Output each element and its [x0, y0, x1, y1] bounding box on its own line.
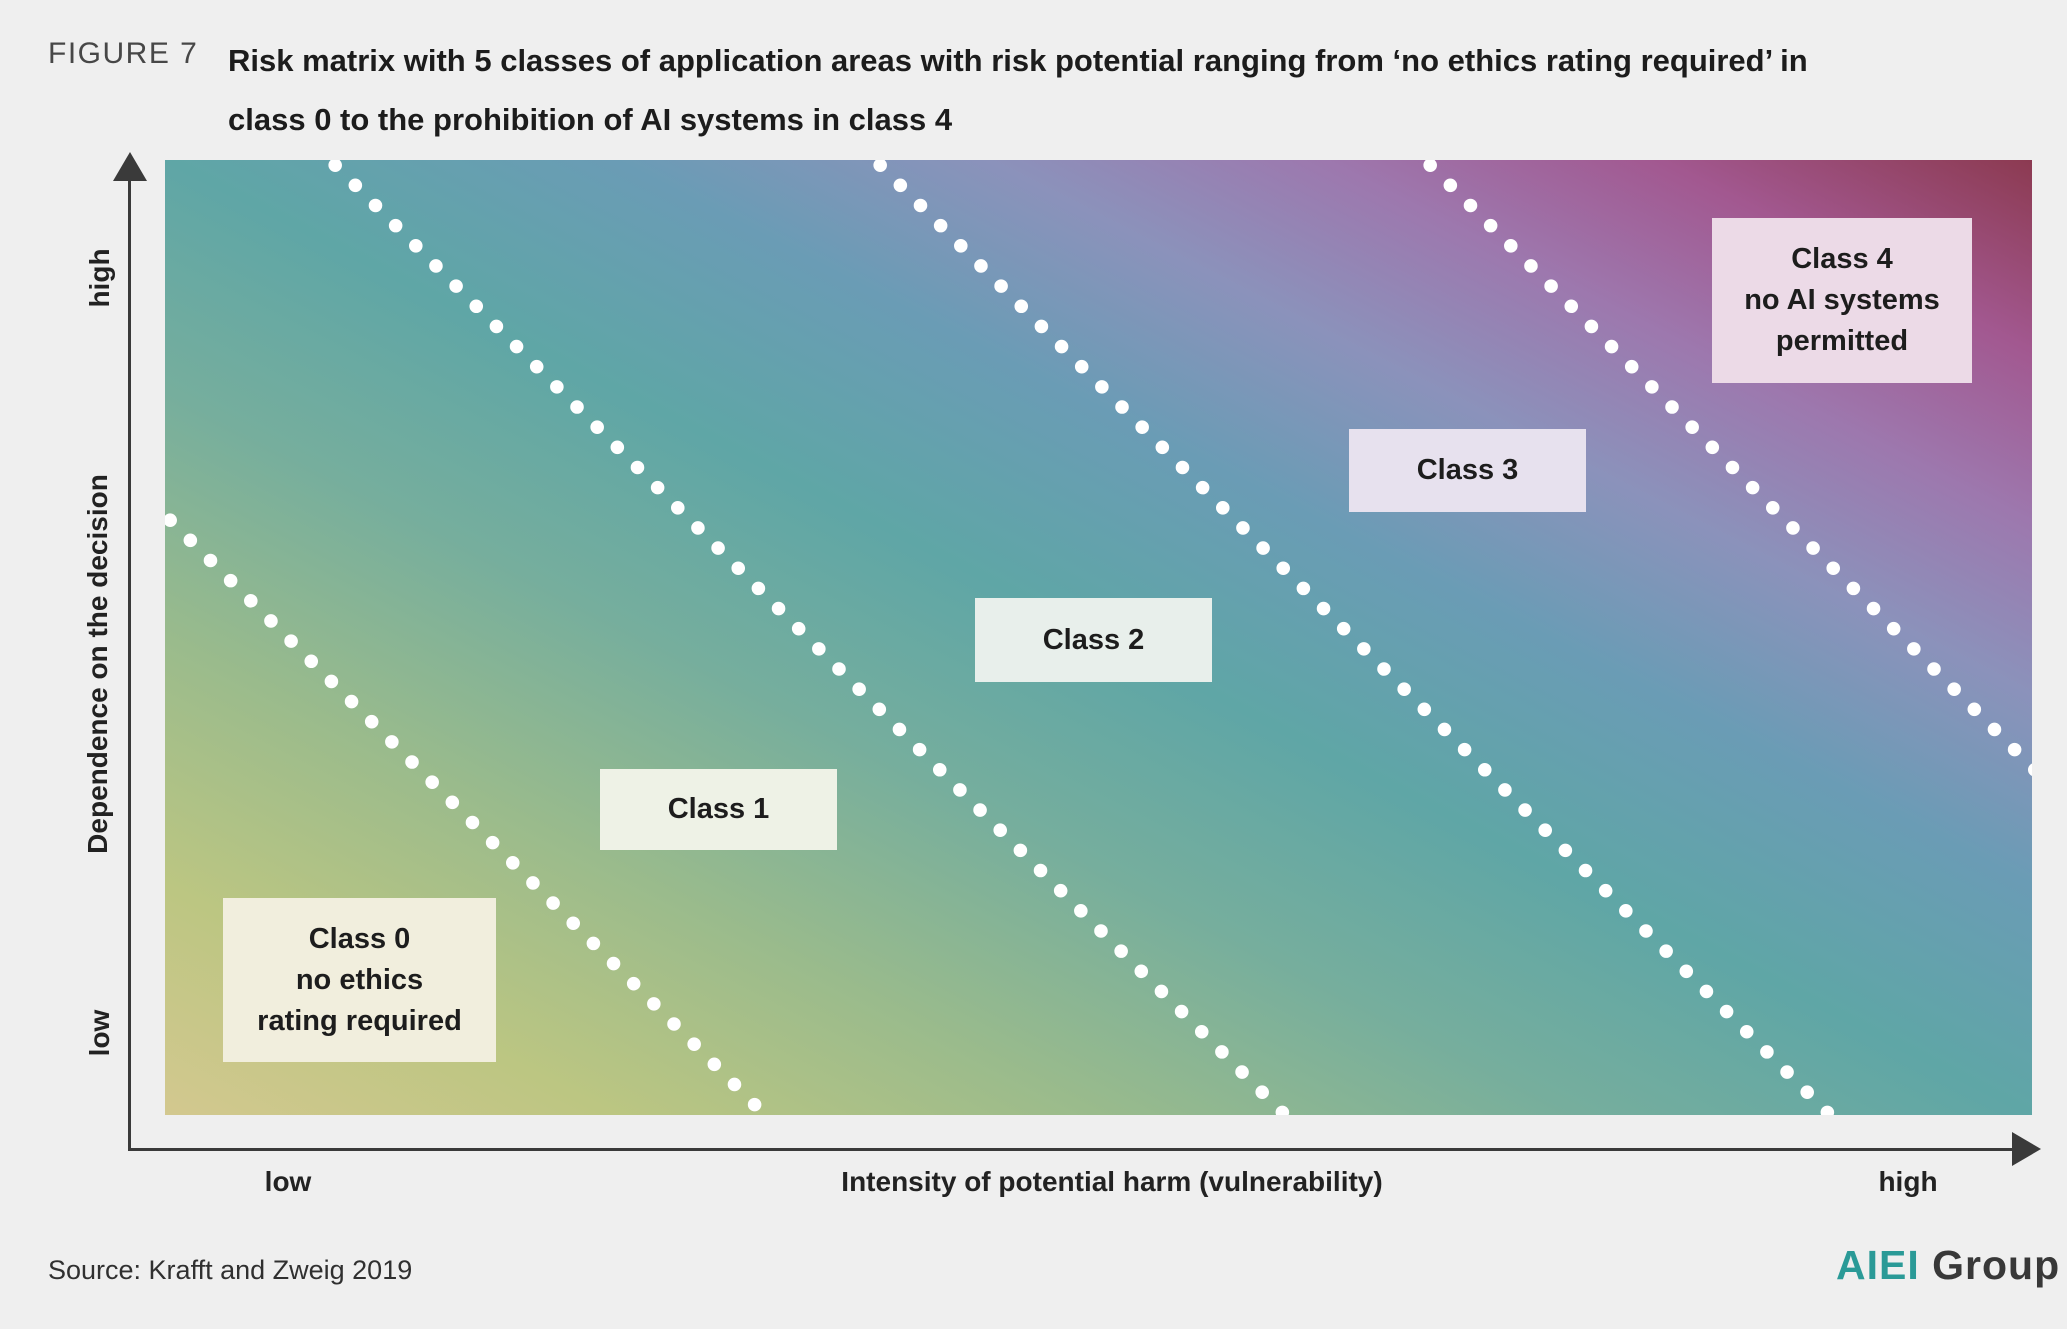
- figure-title: Risk matrix with 5 classes of applicatio…: [228, 31, 1808, 149]
- class-label-box: Class 3: [1349, 429, 1586, 512]
- class-label-line: Class 2: [1042, 623, 1145, 656]
- y-axis-arrow-icon: [113, 152, 147, 181]
- class-label-line: no ethics: [295, 963, 424, 996]
- class-label-line: no AI systems: [1744, 284, 1940, 316]
- class-boundary-dotted-line: [165, 505, 775, 1115]
- class-label-box: Class 1: [600, 769, 837, 850]
- class-label-box: Class 0 no ethics rating required: [223, 898, 496, 1062]
- class-label-box: Class 2: [975, 598, 1212, 682]
- brand-logo: AIEI Group: [1836, 1242, 2060, 1289]
- x-axis-max-label: high: [1878, 1166, 1938, 1197]
- class-label-line: Class 1: [667, 793, 770, 825]
- y-axis-line: [128, 172, 131, 1150]
- y-axis-title: Dependence on the decision: [82, 474, 113, 854]
- class-label-box: Class 4 no AI systems permitted: [1712, 218, 1972, 383]
- class-boundaries-layer: [165, 160, 2032, 1115]
- figure-label: FIGURE 7: [48, 37, 199, 70]
- x-axis-min-label: low: [264, 1166, 312, 1197]
- class-boundary-dotted-line: [1415, 160, 2032, 777]
- y-axis-max-label: high: [84, 248, 115, 308]
- risk-matrix-plot-area: Class 0 no ethics rating required Class 1 Cl…: [165, 160, 2032, 1115]
- class-boundary-dotted-line: [320, 160, 1295, 1115]
- x-axis-line: [128, 1148, 2016, 1151]
- y-axis-min-label: low: [84, 1009, 115, 1057]
- source-note: Source: Krafft and Zweig 2019: [48, 1255, 413, 1285]
- class-label-line: Class 0: [308, 922, 411, 955]
- class-label-line: Class 3: [1416, 454, 1519, 486]
- class-boundary-dotted-line: [865, 160, 1840, 1115]
- x-axis-arrow-icon: [2012, 1132, 2041, 1166]
- figure-title-line-2: class 0 to the prohibition of AI systems…: [228, 102, 953, 137]
- logo-suffix-text: Group: [1932, 1242, 2061, 1288]
- x-axis-title: Intensity of potential harm (vulnerabili…: [841, 1166, 1383, 1197]
- logo-brand-text: AIEI: [1836, 1242, 1920, 1288]
- figure-title-line-1: Risk matrix with 5 classes of applicatio…: [228, 43, 1808, 78]
- class-label-line: Class 4: [1791, 243, 1893, 275]
- class-label-line: rating required: [257, 1004, 462, 1037]
- class-label-line: permitted: [1775, 325, 1909, 357]
